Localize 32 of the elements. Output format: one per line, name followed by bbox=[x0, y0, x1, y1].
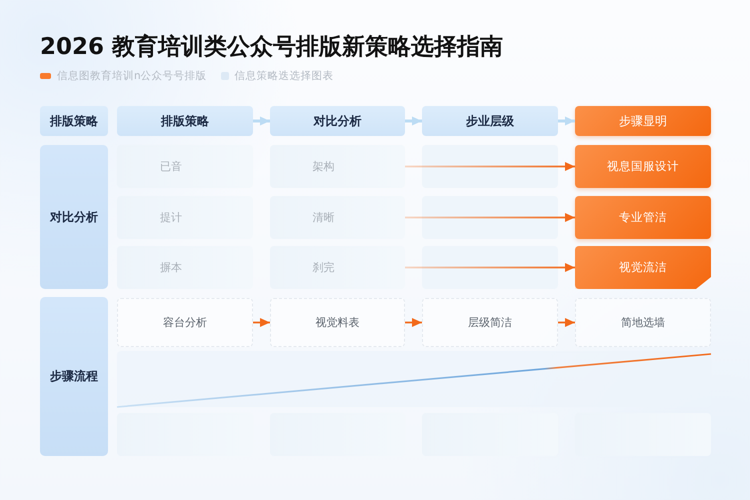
step-panel: 容台分析 bbox=[117, 298, 253, 347]
row-header: 对比分析 bbox=[40, 145, 108, 289]
arrow bbox=[405, 318, 422, 327]
category-panel: 摒本 bbox=[117, 246, 253, 289]
category-panel: 刹完 bbox=[270, 246, 405, 289]
arrow bbox=[405, 213, 575, 222]
step-panel: 简地选墙 bbox=[575, 298, 711, 347]
column-header: 排版策略 bbox=[117, 106, 253, 136]
result-panel: 专业管洁 bbox=[575, 196, 711, 239]
result-panel: 视觉流洁 bbox=[575, 246, 711, 289]
arrow bbox=[405, 162, 575, 171]
legend-label: 信息策略迭选择图表 bbox=[234, 69, 334, 83]
category-panel: 提计 bbox=[117, 196, 253, 239]
step-panel: 视觉料表 bbox=[270, 298, 405, 347]
arrow bbox=[405, 116, 422, 126]
arrow bbox=[253, 318, 270, 327]
category-panel: 架构 bbox=[270, 145, 405, 188]
arrow bbox=[253, 116, 270, 126]
result-panel: 视息国服设计 bbox=[575, 145, 711, 188]
title: 2026 教育培训类公众号排版新策略选择指南 bbox=[40, 32, 504, 62]
arrow bbox=[405, 263, 575, 272]
row-header: 步骤流程 bbox=[40, 297, 108, 456]
column-header: 对比分析 bbox=[270, 106, 405, 136]
step-panel: 层级简洁 bbox=[422, 298, 558, 347]
category-panel: 已音 bbox=[117, 145, 253, 188]
category-panel: 清晰 bbox=[270, 196, 405, 239]
arrow bbox=[558, 116, 575, 126]
column-header: 步业层级 bbox=[422, 106, 558, 136]
highlight-header: 步骤显明 bbox=[575, 106, 711, 136]
corner-header: 排版策略 bbox=[40, 106, 108, 136]
legend-label: 信息图教育培训n公众号号排版 bbox=[57, 69, 207, 83]
arrow bbox=[558, 318, 575, 327]
